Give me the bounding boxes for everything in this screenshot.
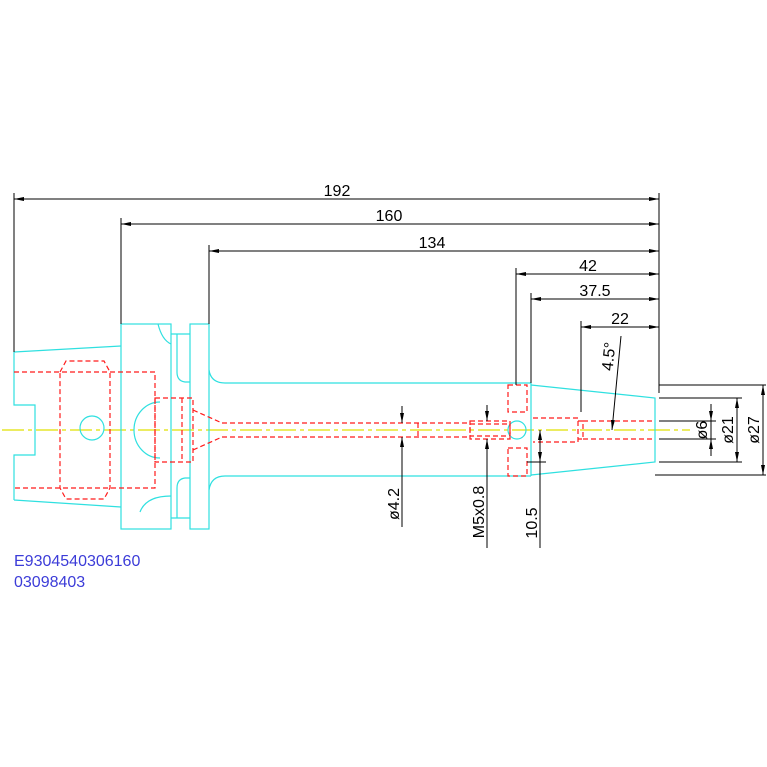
thread-m5-inner — [469, 423, 511, 437]
drawbar-arc — [133, 401, 161, 459]
drive-slot-circle — [79, 415, 105, 441]
dim-label-10-5: 10.5 — [524, 507, 541, 538]
orientation-notch — [139, 323, 172, 513]
dim-label-angle: 4.5° — [600, 341, 620, 371]
taper-shank-outline — [13, 345, 122, 508]
tool-body-outline — [13, 323, 656, 530]
flange-groove — [171, 333, 190, 519]
dimension-labels: 192 160 134 42 37.5 22 4.5° ø6 ø21 ø27 ø… — [324, 183, 763, 539]
dim-label-192: 192 — [324, 183, 351, 200]
part-number: E9304540306160 — [14, 553, 140, 570]
dim-label-dia27: ø27 — [746, 416, 763, 444]
coolant-bore-hidden — [222, 422, 470, 438]
bore-cone — [192, 409, 223, 451]
dimension-lines — [13, 193, 766, 548]
dim-label-dia6: ø6 — [694, 421, 711, 440]
dim-label-dia21: ø21 — [720, 416, 737, 444]
dim-label-22: 22 — [611, 311, 629, 328]
pin-hole-bottom — [507, 447, 528, 477]
flange-rear — [189, 323, 210, 530]
dim-label-134: 134 — [419, 235, 446, 252]
drawbar-seat — [154, 397, 194, 463]
clamping-pocket — [59, 360, 111, 500]
dim-label-42: 42 — [579, 258, 597, 275]
flange-front — [120, 323, 172, 530]
dim-label-thread: M5x0.8 — [471, 486, 488, 539]
cross-hole-circle — [507, 420, 527, 440]
nose-taper — [530, 384, 656, 476]
dim-label-37-5: 37.5 — [579, 283, 610, 300]
shank-outline — [208, 369, 531, 491]
dim-line-angle — [610, 335, 622, 431]
dim-label-160: 160 — [376, 208, 403, 225]
part-code: 03098403 — [14, 574, 85, 591]
hidden-features — [14, 360, 655, 500]
nose-bore-hidden — [533, 417, 655, 443]
pin-hole-top — [507, 384, 528, 413]
title-block: E9304540306160 03098403 — [14, 553, 140, 591]
dim-label-dia4-2: ø4.2 — [386, 488, 403, 520]
